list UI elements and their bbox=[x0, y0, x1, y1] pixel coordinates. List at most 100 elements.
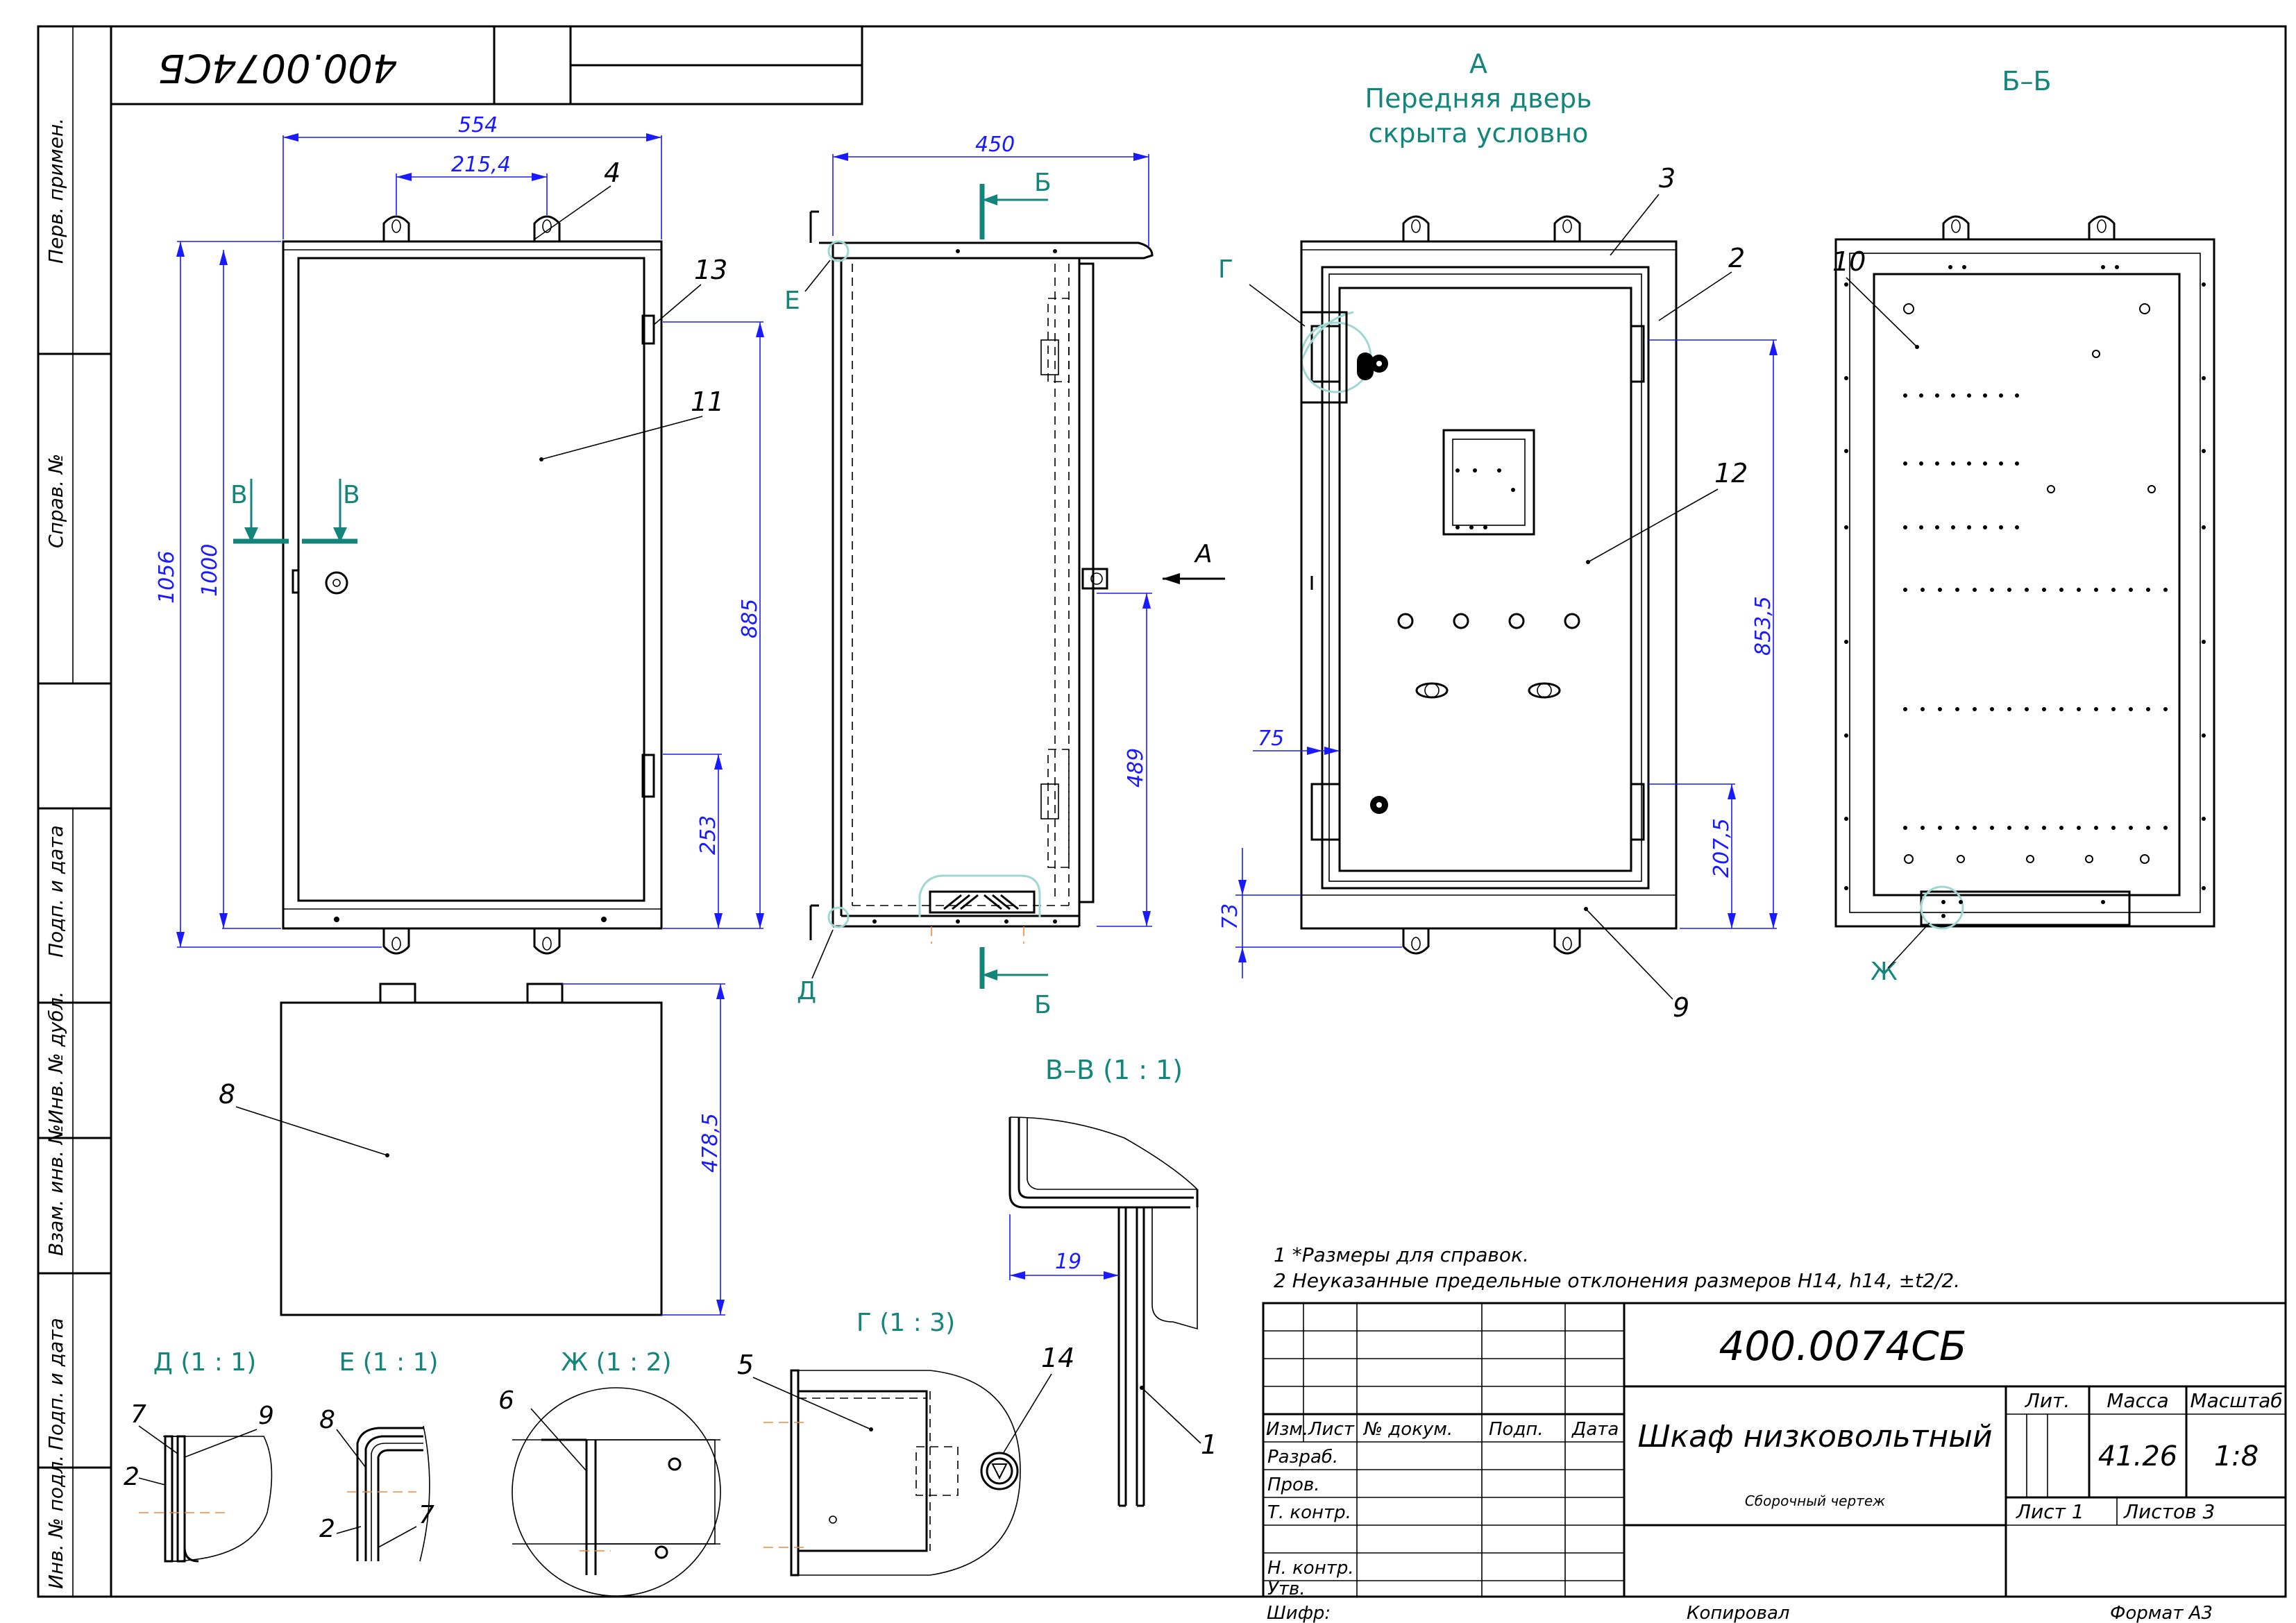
detail-vv-title: В–В (1 : 1) bbox=[1045, 1055, 1183, 1085]
tb-mass: 41.26 bbox=[2098, 1441, 2178, 1472]
position-2-e: 2 bbox=[319, 1515, 335, 1543]
side-label-inv-podl: Инв. № подл. bbox=[44, 1455, 67, 1589]
dim-19: 19 bbox=[1055, 1250, 1081, 1274]
note-2: 2 Неуказанные предельные отклонения разм… bbox=[1274, 1269, 1960, 1292]
detail-g-title: Г (1 : 3) bbox=[856, 1309, 955, 1337]
tb-utv: Утв. bbox=[1267, 1579, 1306, 1599]
view-bb: Б–Б 10 Ж bbox=[1832, 66, 2215, 986]
side-label-inv-dubl: Инв. № дубл. bbox=[44, 991, 67, 1124]
position-14: 14 bbox=[1041, 1343, 1074, 1373]
tb-name: Шкаф низковольтный bbox=[1637, 1419, 1992, 1454]
dim-554: 554 bbox=[458, 113, 498, 137]
top-view: 8 478,5 bbox=[219, 983, 725, 1316]
dim-450: 450 bbox=[975, 133, 1015, 157]
arrow-a-label: А bbox=[1194, 540, 1213, 568]
section-v-left-label: В bbox=[230, 481, 248, 509]
top-designation-box: 400.0074СБ bbox=[110, 25, 863, 105]
detail-e-title: Е (1 : 1) bbox=[339, 1348, 438, 1377]
detail-d-label: Д bbox=[797, 977, 816, 1005]
tb-code: 400.0074СБ bbox=[1719, 1323, 1966, 1370]
position-2-d: 2 bbox=[124, 1463, 140, 1491]
footer: Шифр: Копировал Формат А3 bbox=[1267, 1603, 2213, 1623]
side-label-vzam: Взам. инв. № bbox=[44, 1124, 67, 1256]
view-bb-title: Б–Б bbox=[2002, 66, 2051, 96]
position-13: 13 bbox=[694, 255, 727, 285]
footer-copied: Копировал bbox=[1687, 1603, 1790, 1623]
view-a: А Передняя дверь скрыта условно 3 bbox=[1218, 49, 1748, 1023]
position-5: 5 bbox=[737, 1350, 754, 1380]
detail-zh: Ж (1 : 2) 6 bbox=[498, 1348, 721, 1597]
detail-d-title: Д (1 : 1) bbox=[153, 1348, 256, 1377]
tb-lit-header: Лит. bbox=[2025, 1389, 2070, 1412]
dim-215: 215,4 bbox=[451, 153, 511, 177]
section-v-right-label: В bbox=[343, 481, 360, 509]
detail-e: Е (1 : 1) 8 2 7 bbox=[319, 1348, 439, 1562]
side-label-podp1: Подп. и дата bbox=[44, 825, 67, 958]
side-label-perv: Перв. примен. bbox=[44, 118, 67, 264]
position-9-d: 9 bbox=[258, 1402, 274, 1430]
position-9: 9 bbox=[1673, 992, 1689, 1023]
position-7-e: 7 bbox=[419, 1501, 434, 1529]
tb-data: Дата bbox=[1571, 1419, 1619, 1440]
tb-tkontr: Т. контр. bbox=[1267, 1502, 1351, 1523]
rotated-designation: 400.0074СБ bbox=[158, 45, 398, 90]
position-6: 6 bbox=[498, 1386, 514, 1415]
tb-mass-header: Масса bbox=[2107, 1389, 2168, 1412]
dim-1056: 1056 bbox=[155, 551, 179, 604]
position-2: 2 bbox=[1728, 243, 1745, 273]
dim-73: 73 bbox=[1218, 903, 1242, 930]
sheet-frame bbox=[37, 25, 2287, 1598]
detail-e-label: Е bbox=[784, 287, 800, 315]
view-a-line2: скрыта условно bbox=[1369, 118, 1589, 148]
detail-vv: В–В (1 : 1) 19 1 bbox=[1008, 1055, 1217, 1507]
tb-nkontr: Н. контр. bbox=[1267, 1558, 1354, 1579]
perforation-rows bbox=[1844, 265, 2206, 918]
tb-izm: Изм. bbox=[1266, 1419, 1308, 1440]
view-a-dimensions: 853,5 207,5 75 73 bbox=[1218, 339, 1778, 978]
dim-207: 207,5 bbox=[1710, 818, 1734, 878]
tb-podp: Подп. bbox=[1489, 1419, 1544, 1440]
notes: 1 *Размеры для справок. 2 Неуказанные пр… bbox=[1274, 1243, 1960, 1292]
dim-853: 853,5 bbox=[1751, 596, 1775, 656]
section-b-top-label: Б bbox=[1034, 169, 1052, 197]
dim-1000: 1000 bbox=[198, 544, 222, 597]
side-labels: Перв. примен. Справ. № Подп. и дата Инв.… bbox=[44, 118, 67, 1589]
front-dimensions: 554 215,4 1056 1000 885 253 bbox=[155, 113, 764, 948]
position-8-e: 8 bbox=[319, 1406, 335, 1434]
position-8: 8 bbox=[219, 1079, 235, 1110]
position-7-d: 7 bbox=[130, 1400, 146, 1429]
dim-478: 478,5 bbox=[698, 1113, 723, 1173]
footer-shifr: Шифр: bbox=[1267, 1603, 1331, 1623]
position-11: 11 bbox=[691, 386, 724, 417]
detail-zh-title: Ж (1 : 2) bbox=[561, 1348, 671, 1377]
tb-razrab: Разраб. bbox=[1267, 1447, 1338, 1468]
detail-d: Д (1 : 1) 7 9 2 bbox=[124, 1348, 274, 1563]
view-a-letter: А bbox=[1469, 49, 1487, 79]
footer-format: Формат А3 bbox=[2110, 1603, 2213, 1623]
dim-489: 489 bbox=[1124, 748, 1148, 788]
position-10: 10 bbox=[1832, 246, 1866, 277]
tb-list: Лист bbox=[1308, 1419, 1355, 1440]
view-a-line1: Передняя дверь bbox=[1365, 83, 1592, 114]
tb-scale-header: Масштаб bbox=[2190, 1389, 2282, 1412]
tb-docnum: № докум. bbox=[1362, 1419, 1453, 1440]
position-4: 4 bbox=[604, 158, 621, 188]
tb-sheets: Листов 3 bbox=[2123, 1500, 2215, 1523]
position-1: 1 bbox=[1201, 1429, 1217, 1460]
dim-885: 885 bbox=[738, 599, 762, 638]
dim-253: 253 bbox=[696, 815, 720, 855]
note-1: 1 *Размеры для справок. bbox=[1274, 1243, 1529, 1266]
detail-g-label: Г bbox=[1218, 255, 1233, 284]
position-3: 3 bbox=[1659, 163, 1675, 194]
tb-prov: Пров. bbox=[1267, 1475, 1320, 1495]
front-view: В В 11 4 13 bbox=[230, 158, 727, 955]
side-dimensions: 450 489 bbox=[832, 133, 1152, 927]
side-view: Б Б А Е Д bbox=[784, 169, 1225, 1019]
tb-doc-type: Сборочный чертеж bbox=[1745, 1493, 1885, 1509]
side-label-podp2: Подп. и дата bbox=[44, 1318, 67, 1450]
dim-75: 75 bbox=[1258, 726, 1284, 751]
position-12: 12 bbox=[1714, 458, 1748, 488]
detail-g: Г (1 : 3) 5 14 bbox=[737, 1309, 1074, 1577]
side-label-sprav: Справ. № bbox=[44, 454, 67, 548]
